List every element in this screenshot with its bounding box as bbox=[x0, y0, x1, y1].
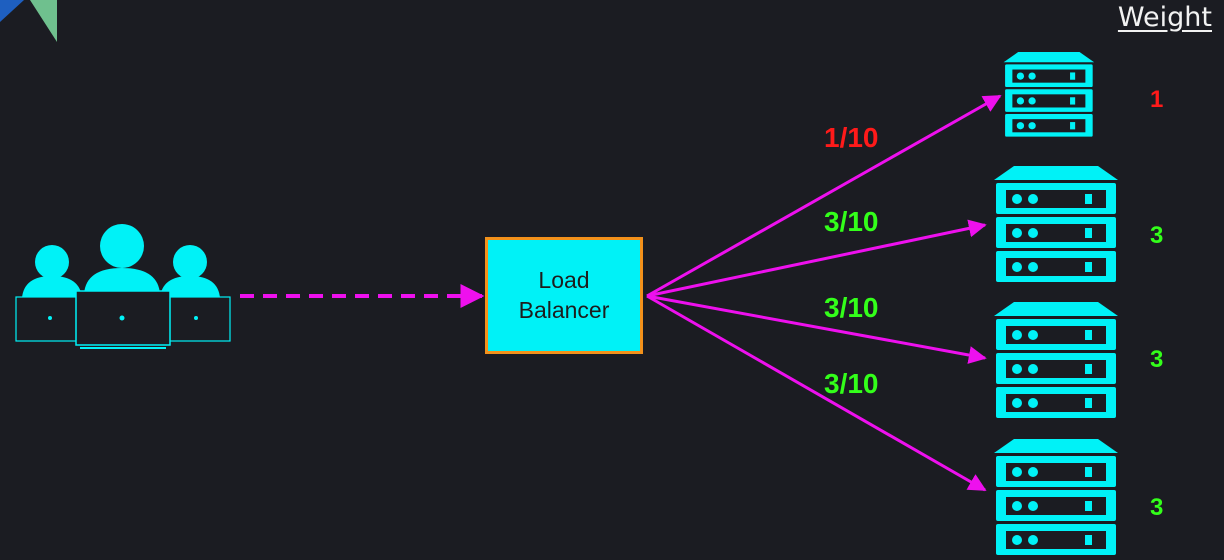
route-arrow-1 bbox=[646, 94, 1002, 298]
users-with-laptops-icon bbox=[15, 224, 231, 349]
server-rack-icon bbox=[994, 439, 1118, 555]
server-weight-value: 3 bbox=[1150, 222, 1164, 249]
server-weight-value: 3 bbox=[1150, 494, 1164, 521]
load-balancer-box: Load Balancer bbox=[485, 237, 643, 354]
server-weight-value: 3 bbox=[1150, 346, 1164, 373]
server-rack-icon bbox=[994, 166, 1118, 282]
route-arrow-4 bbox=[646, 294, 987, 492]
traffic-fraction-label: 3/10 bbox=[824, 368, 879, 399]
traffic-fraction-label: 3/10 bbox=[824, 292, 879, 323]
traffic-fraction-label: 3/10 bbox=[824, 206, 879, 237]
server-weight-value: 1 bbox=[1150, 86, 1164, 113]
weight-column-title: Weight bbox=[1117, 2, 1212, 33]
route-arrow-2 bbox=[646, 219, 987, 298]
route-arrow-3 bbox=[646, 294, 987, 364]
server-rack-icon bbox=[1003, 52, 1095, 137]
server-rack-icon bbox=[994, 302, 1118, 418]
traffic-fraction-label: 1/10 bbox=[824, 122, 879, 153]
load-balancer-label: Load Balancer bbox=[518, 266, 610, 323]
corner-logo-icon bbox=[0, 0, 57, 42]
